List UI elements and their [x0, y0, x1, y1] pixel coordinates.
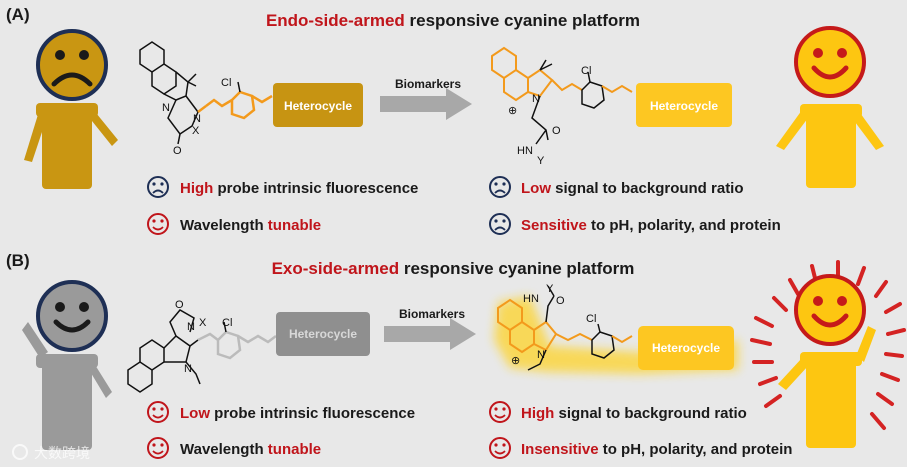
- heterocycle-label-reactant-b: Heterocycle: [289, 327, 357, 341]
- feature-a-1: High probe intrinsic fluorescence: [147, 176, 418, 198]
- happy-face-icon: [794, 274, 866, 346]
- feature-a-3: Low signal to background ratio: [489, 176, 744, 198]
- feature-b-4: Insensitive to pH, polarity, and protein: [489, 437, 792, 459]
- reactant-b-n: N: [187, 321, 195, 333]
- happy-face-icon: [147, 401, 169, 423]
- panel-b: (B) Exo-side-armed responsive cyanine pl…: [6, 251, 906, 459]
- panel-a: (A) Endo-side-armed responsive cyanine p…: [6, 5, 884, 235]
- happy-face-icon: [489, 437, 511, 459]
- sad-face-icon: [489, 213, 511, 235]
- product-b-y: Y: [546, 283, 554, 295]
- neutral-figure-left-b: [22, 280, 112, 450]
- feature-a-3-text: Low signal to background ratio: [521, 180, 744, 197]
- panel-a-title-rest: responsive cyanine platform: [405, 11, 640, 30]
- heterocycle-label-reactant-a: Heterocycle: [284, 99, 352, 113]
- feature-a-2-text: Wavelength tunable: [180, 217, 321, 234]
- sad-figure-left-a: [24, 29, 118, 189]
- panel-a-title-highlight: Endo-side-armed: [266, 11, 405, 30]
- product-a-cl: Cl: [581, 65, 591, 77]
- product-b-o: O: [556, 295, 565, 307]
- reactant-molecule-b: Cl O N X N: [127, 299, 277, 393]
- reactant-b-x: X: [199, 317, 207, 329]
- watermark-logo-icon: [12, 444, 28, 460]
- product-a-o: O: [552, 125, 561, 137]
- sad-face-icon: [489, 176, 511, 198]
- radiance-rays: [750, 260, 906, 430]
- reaction-arrow-a: Biomarkers: [380, 77, 472, 120]
- feature-b-3-text: High signal to background ratio: [521, 405, 747, 422]
- sad-face-icon: [147, 176, 169, 198]
- reactant-b-o: O: [175, 299, 184, 311]
- happy-face-icon: [36, 280, 108, 352]
- product-b-hn: HN: [523, 293, 539, 305]
- feature-a-4: Sensitive to pH, polarity, and protein: [489, 213, 781, 235]
- panel-b-title-rest: responsive cyanine platform: [399, 259, 634, 278]
- panel-a-title: Endo-side-armed responsive cyanine platf…: [266, 11, 640, 30]
- feature-a-1-text: High probe intrinsic fluorescence: [180, 180, 418, 197]
- arrow-b-label: Biomarkers: [399, 307, 465, 321]
- heterocycle-box-product-a: [636, 83, 732, 127]
- product-b-cl: Cl: [586, 313, 596, 325]
- product-molecule-b: Cl N ⊕ O HN Y: [497, 283, 633, 371]
- reactant-a-n2: N: [193, 113, 201, 125]
- product-b-n: N: [537, 349, 545, 361]
- happy-face-icon: [489, 401, 511, 423]
- panel-b-title: Exo-side-armed responsive cyanine platfo…: [272, 259, 635, 278]
- feature-b-2: Wavelength tunable: [147, 437, 321, 459]
- feature-b-1-text: Low probe intrinsic fluorescence: [180, 405, 415, 422]
- feature-a-4-text: Sensitive to pH, polarity, and protein: [521, 217, 781, 234]
- feature-b-4-text: Insensitive to pH, polarity, and protein: [521, 441, 792, 458]
- reactant-b-n2: N: [184, 363, 192, 375]
- panel-b-label: (B): [6, 251, 30, 270]
- panel-b-title-highlight: Exo-side-armed: [272, 259, 400, 278]
- feature-b-1: Low probe intrinsic fluorescence: [147, 401, 415, 423]
- glowing-happy-figure-right-b: [750, 260, 906, 448]
- happy-figure-right-a: [776, 26, 884, 188]
- reaction-arrow-b: Biomarkers: [384, 307, 476, 350]
- product-a-plus: ⊕: [508, 105, 517, 117]
- reactant-a-o: O: [173, 145, 182, 157]
- heterocycle-box-product-b: [638, 326, 734, 370]
- panel-a-label: (A): [6, 5, 30, 24]
- watermark-text: 大数跨境: [34, 446, 90, 462]
- watermark: 大数跨境: [12, 444, 90, 462]
- product-molecule-a: Cl N ⊕ O HN Y: [491, 46, 633, 167]
- sad-face-icon: [36, 29, 108, 101]
- product-b-plus: ⊕: [511, 355, 520, 367]
- arrow-a-label: Biomarkers: [395, 77, 461, 91]
- reactant-a-cl: Cl: [221, 77, 231, 89]
- reactant-b-cl: Cl: [222, 317, 232, 329]
- happy-face-icon: [147, 213, 169, 235]
- happy-face-icon: [794, 26, 866, 98]
- reactant-a-x: X: [192, 125, 200, 137]
- product-a-hn: HN: [517, 145, 533, 157]
- reactant-molecule-a: Cl N N X O: [139, 41, 273, 157]
- feature-a-2: Wavelength tunable: [147, 213, 321, 235]
- happy-face-icon: [147, 437, 169, 459]
- heterocycle-box-reactant-a: [273, 83, 363, 127]
- heterocycle-label-product-a: Heterocycle: [650, 99, 718, 113]
- heterocycle-box-reactant-b: [276, 312, 370, 356]
- heterocycle-label-product-b: Heterocycle: [652, 341, 720, 355]
- feature-b-3: High signal to background ratio: [489, 401, 747, 423]
- feature-b-2-text: Wavelength tunable: [180, 441, 321, 458]
- product-a-y: Y: [537, 155, 545, 167]
- product-a-n: N: [532, 93, 540, 105]
- reactant-a-n: N: [162, 102, 170, 114]
